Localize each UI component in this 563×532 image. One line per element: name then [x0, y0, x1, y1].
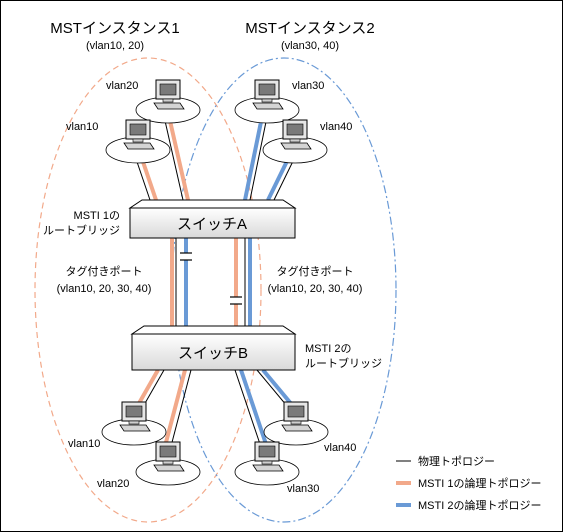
- tagged-port-label-left: (vlan10, 20, 30, 40): [57, 283, 152, 295]
- vlan-label: vlan30: [292, 80, 324, 92]
- instance1-title: MSTインスタンス1: [50, 20, 179, 37]
- tagged-port-label-right: タグ付きポート: [277, 264, 354, 278]
- link-msti1: [162, 369, 187, 451]
- pc-top-vlan40[interactable]: [262, 119, 328, 164]
- blocked-port-msti1: [230, 297, 242, 304]
- legend-msti1-label: MSTI 1の論理トポロジー: [418, 476, 541, 490]
- msti1-ellipse: [34, 57, 262, 523]
- switch-a[interactable]: スイッチA: [128, 199, 297, 239]
- vlan-label: vlan30: [287, 483, 319, 495]
- vlan-label: vlan20: [106, 80, 138, 92]
- switch-a-label: スイッチA: [177, 216, 247, 233]
- switch-b-label: スイッチB: [178, 345, 248, 362]
- legend-msti2-label: MSTI 2の論理トポロジー: [418, 498, 541, 512]
- pc-top-vlan20[interactable]: [135, 79, 201, 124]
- link-physical: [169, 369, 192, 451]
- link-physical: [162, 111, 184, 201]
- legend: 物理トポロジー MSTI 1の論理トポロジー MSTI 2の論理トポロジー: [396, 454, 541, 512]
- pc-bottom-vlan40[interactable]: [263, 401, 329, 446]
- vlan-label: vlan40: [320, 121, 352, 133]
- instance2-title: MSTインスタンス2: [245, 20, 374, 37]
- vlan-label: vlan10: [66, 121, 98, 133]
- instance1-vlans: (vlan10, 20): [86, 40, 144, 52]
- tagged-port-label-right: (vlan10, 20, 30, 40): [268, 283, 363, 295]
- switch-b[interactable]: スイッチB: [130, 325, 297, 371]
- root-bridge-b-label: MSTI 2の: [305, 343, 351, 355]
- legend-physical-label: 物理トポロジー: [418, 454, 495, 468]
- pc-top-vlan10[interactable]: [105, 119, 171, 164]
- link-physical: [234, 369, 263, 451]
- pc-bottom-vlan30[interactable]: [234, 441, 300, 486]
- vlan-label: vlan10: [68, 438, 100, 450]
- link-msti1: [166, 111, 190, 201]
- root-bridge-a-label: ルートブリッジ: [43, 223, 120, 237]
- vlan-label: vlan40: [324, 442, 356, 454]
- root-bridge-a-label: MSTI 1の: [74, 210, 120, 222]
- tagged-port-label-left: タグ付きポート: [66, 264, 143, 278]
- blocked-port-msti2: [180, 253, 192, 260]
- root-bridge-b-label: ルートブリッジ: [305, 356, 382, 370]
- link-msti2: [243, 111, 265, 201]
- instance2-vlans: (vlan30, 40): [281, 40, 339, 52]
- link-msti2: [239, 369, 270, 451]
- vlan-label: vlan20: [97, 478, 129, 490]
- pc-bottom-vlan10[interactable]: [101, 401, 167, 446]
- pc-top-vlan30[interactable]: [234, 79, 300, 124]
- link-physical: [249, 111, 269, 201]
- pc-bottom-vlan20[interactable]: [135, 441, 201, 486]
